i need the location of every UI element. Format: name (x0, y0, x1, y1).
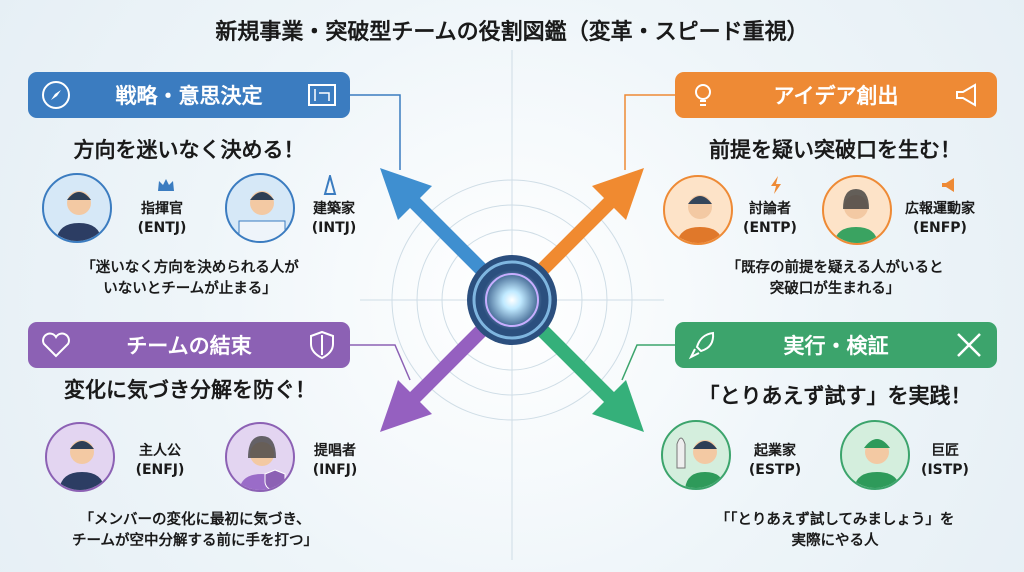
role-name: 建築家 (313, 201, 355, 217)
section-subtitle: 「とりあえず試す」を実践！ (698, 384, 972, 408)
quote-line: 「迷いなく方向を決められる人が (81, 260, 299, 276)
avatar-advocate (225, 422, 295, 492)
lightbulb-icon (695, 84, 711, 106)
section-header: チームの結束 (28, 322, 350, 368)
role-type: (INFJ) (312, 462, 358, 478)
role-protagonist: 主人公 (ENFJ) (130, 442, 190, 480)
shield-icon (310, 330, 334, 360)
header-label: 実行・検証 (783, 334, 889, 358)
role-name: 提唱者 (314, 443, 356, 459)
page-title: 新規事業・突破型チームの役割図鑑（変革・スピード重視） (215, 20, 809, 45)
section-quote: 「迷いなく方向を決められる人がいないとチームが止まる」 (20, 258, 360, 300)
role-name: 起業家 (754, 443, 796, 459)
blueprint-icon (308, 84, 336, 106)
quote-line: 「既存の前提を疑える人がいると (726, 260, 944, 276)
quote-line: 「「とりあえず試してみましょう」を (715, 512, 955, 528)
role-name: 主人公 (139, 443, 181, 459)
tools-icon (957, 333, 981, 357)
section-header: 戦略・意思決定 (28, 72, 350, 118)
megaphone-icon (956, 83, 976, 107)
section-header: 実行・検証 (675, 322, 997, 368)
quote-line: チームが空中分解する前に手を打つ」 (71, 533, 319, 549)
section-subtitle: 変化に気づき分解を防ぐ！ (64, 378, 316, 402)
role-name: 指揮官 (141, 201, 183, 217)
quote-line: 突破口が生まれる」 (769, 281, 901, 297)
crown-icon (158, 179, 174, 191)
avatar-architect (225, 173, 295, 243)
avatar-entrepreneur (661, 420, 731, 490)
compass-icon (42, 81, 70, 109)
role-entrepreneur: 起業家 (ESTP) (745, 442, 805, 480)
quote-line: 「メンバーの変化に最初に気づき、 (79, 512, 311, 528)
rocket-icon (688, 331, 715, 360)
role-type: (ENFP) (913, 220, 967, 236)
header-label: アイデア創出 (773, 84, 899, 108)
role-type: (ESTP) (748, 462, 802, 478)
role-architect: 建築家 (INTJ) (300, 200, 368, 238)
section-subtitle: 方向を迷いなく決める！ (73, 138, 305, 162)
role-type: (INTJ) (311, 220, 357, 236)
section-header: アイデア創出 (675, 72, 997, 118)
role-type: (ENTJ) (137, 220, 187, 236)
header-label: チームの結束 (126, 334, 252, 358)
avatar-protagonist (45, 422, 115, 492)
role-virtuoso: 巨匠 (ISTP) (920, 442, 970, 480)
section-subtitle: 前提を疑い突破口を生む！ (709, 138, 961, 162)
section-quote: 「メンバーの変化に最初に気づき、チームが空中分解する前に手を打つ」 (20, 510, 370, 552)
role-name: 巨匠 (931, 443, 959, 459)
role-debater: 討論者 (ENTP) (740, 200, 800, 238)
header-label: 戦略・意思決定 (115, 84, 263, 108)
avatar-campaigner (822, 175, 892, 245)
avatar-virtuoso (840, 420, 910, 490)
role-campaigner: 広報運動家 (ENFP) (890, 200, 990, 238)
heart-icon (42, 332, 70, 358)
role-type: (ISTP) (921, 462, 969, 478)
role-type: (ENTP) (743, 220, 797, 236)
quote-line: いないとチームが止まる」 (103, 281, 277, 297)
quote-line: 実際にやる人 (791, 533, 879, 549)
avatar-commander (42, 173, 112, 243)
role-advocate: 提唱者 (INFJ) (305, 442, 365, 480)
tower-icon (323, 175, 337, 195)
section-quote: 「既存の前提を疑える人がいると突破口が生まれる」 (660, 258, 1010, 300)
role-name: 討論者 (749, 201, 791, 217)
megaphone-sparkle-icon (942, 178, 954, 192)
section-quote: 「「とりあえず試してみましょう」を実際にやる人 (660, 510, 1010, 552)
role-commander: 指揮官 (ENTJ) (128, 200, 196, 238)
role-type: (ENFJ) (135, 462, 185, 478)
role-name: 広報運動家 (905, 201, 975, 217)
avatar-debater (663, 175, 733, 245)
lightning-icon (771, 176, 781, 194)
